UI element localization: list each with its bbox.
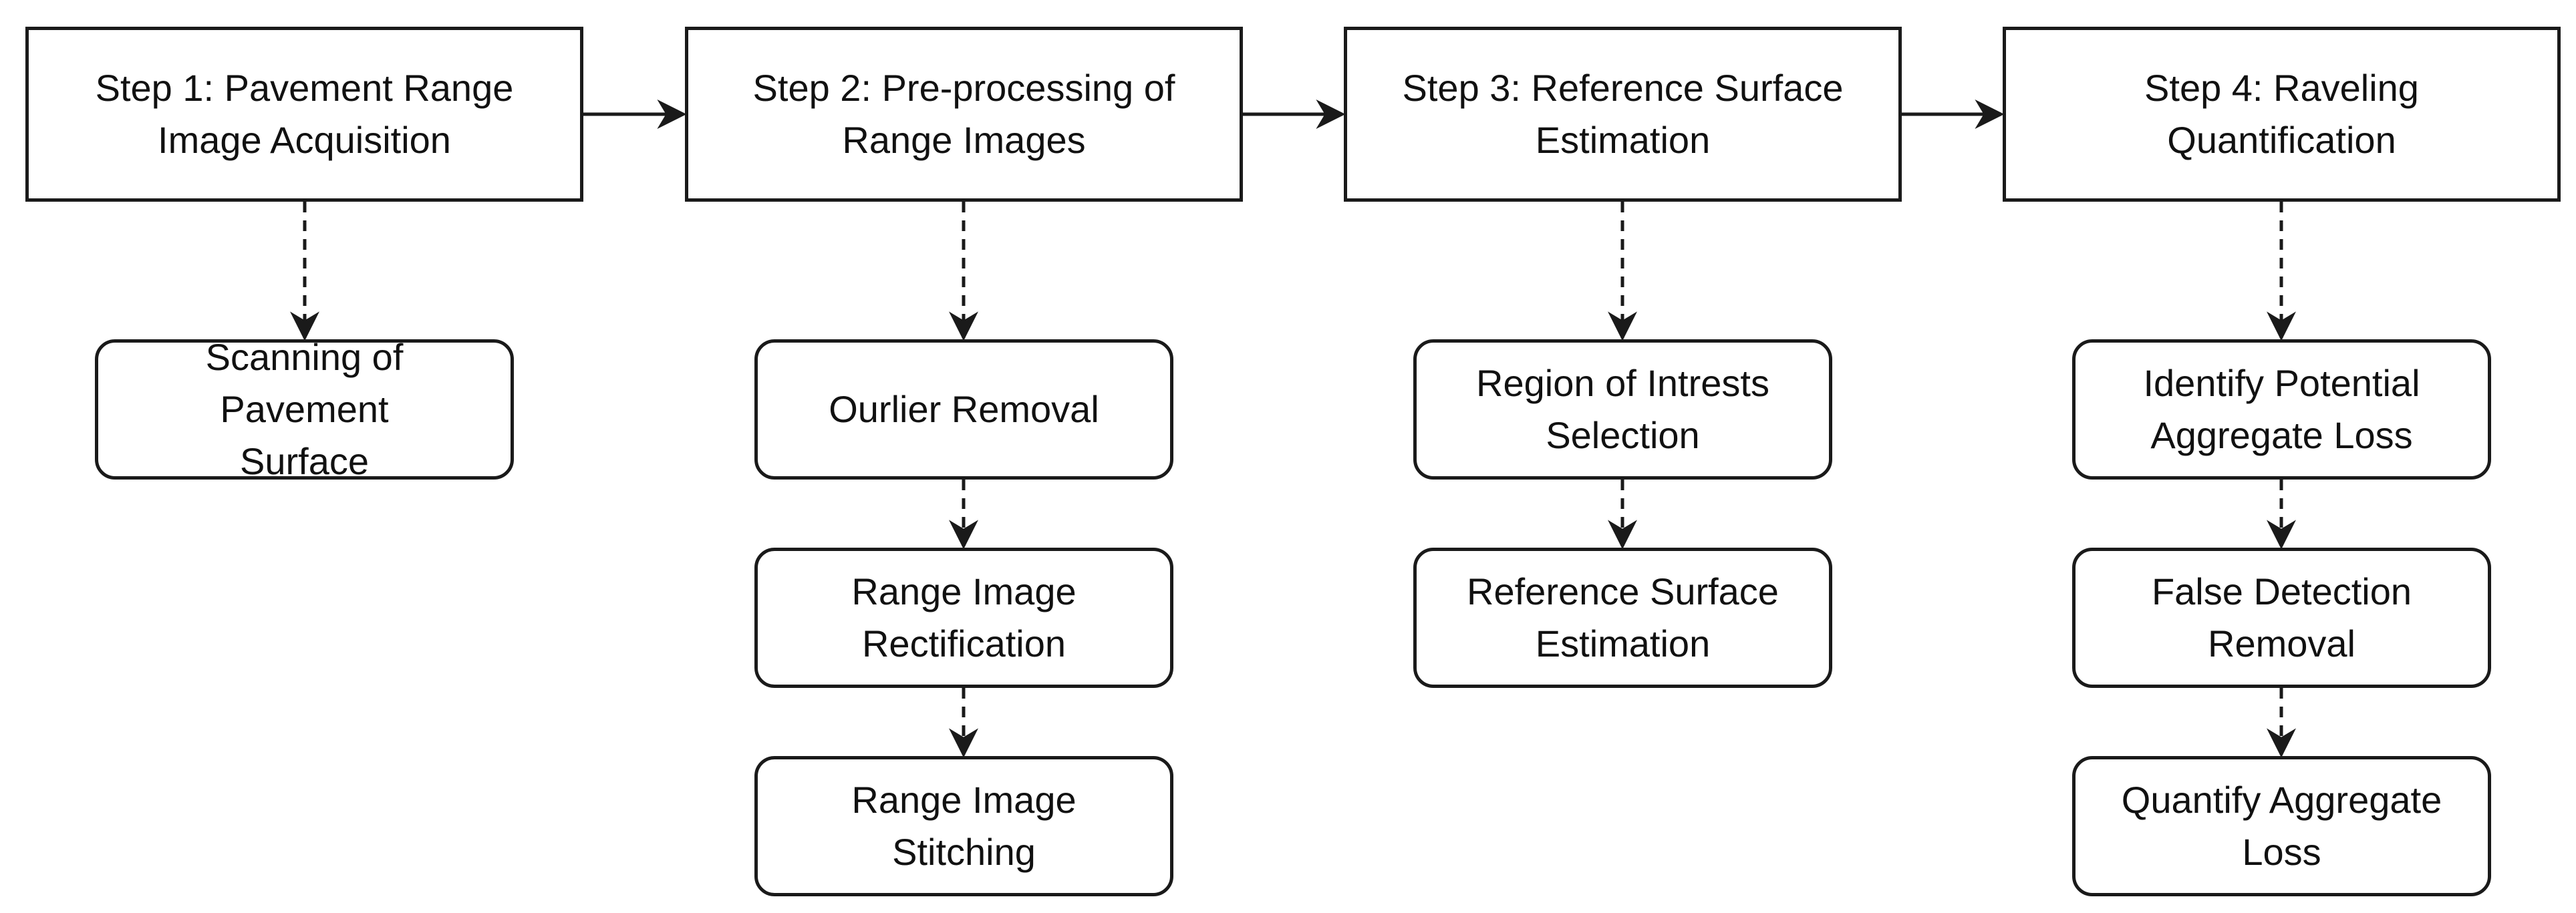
step-3-box: Step 3: Reference Surface Estimation: [1344, 27, 1902, 202]
substep-outlier-removal-box: Ourlier Removal: [754, 339, 1173, 480]
substep-identify-loss-box: Identify Potential Aggregate Loss: [2072, 339, 2491, 480]
substep-outlier-removal-label: Ourlier Removal: [829, 388, 1099, 430]
substep-false-detection-label: False Detection Removal: [2151, 570, 2412, 665]
step-4-label: Step 4: Raveling Quantification: [2144, 67, 2419, 161]
substep-quantify-loss-label: Quantify Aggregate Loss: [2121, 779, 2442, 873]
substep-rectification-label: Range Image Rectification: [851, 570, 1077, 665]
step-2-box: Step 2: Pre-processing of Range Images: [685, 27, 1243, 202]
substep-rectification-box: Range Image Rectification: [754, 548, 1173, 688]
substep-stitching-box: Range Image Stitching: [754, 756, 1173, 896]
substep-scanning-label: Scanning of Pavement Surface: [205, 336, 404, 482]
substep-reference-surface-box: Reference Surface Estimation: [1413, 548, 1832, 688]
substep-roi-selection-label: Region of Intrests Selection: [1476, 362, 1769, 456]
step-1-box: Step 1: Pavement Range Image Acquisition: [25, 27, 583, 202]
substep-false-detection-box: False Detection Removal: [2072, 548, 2491, 688]
substep-quantify-loss-box: Quantify Aggregate Loss: [2072, 756, 2491, 896]
step-1-label: Step 1: Pavement Range Image Acquisition: [95, 67, 514, 161]
substep-roi-selection-box: Region of Intrests Selection: [1413, 339, 1832, 480]
substep-identify-loss-label: Identify Potential Aggregate Loss: [2143, 362, 2420, 456]
substep-scanning-box: Scanning of Pavement Surface: [95, 336, 514, 482]
step-3-label: Step 3: Reference Surface Estimation: [1402, 67, 1844, 161]
step-4-box: Step 4: Raveling Quantification: [2003, 27, 2561, 202]
substep-reference-surface-label: Reference Surface Estimation: [1467, 570, 1779, 665]
step-2-label: Step 2: Pre-processing of Range Images: [752, 67, 1175, 161]
substep-stitching-label: Range Image Stitching: [851, 779, 1077, 873]
